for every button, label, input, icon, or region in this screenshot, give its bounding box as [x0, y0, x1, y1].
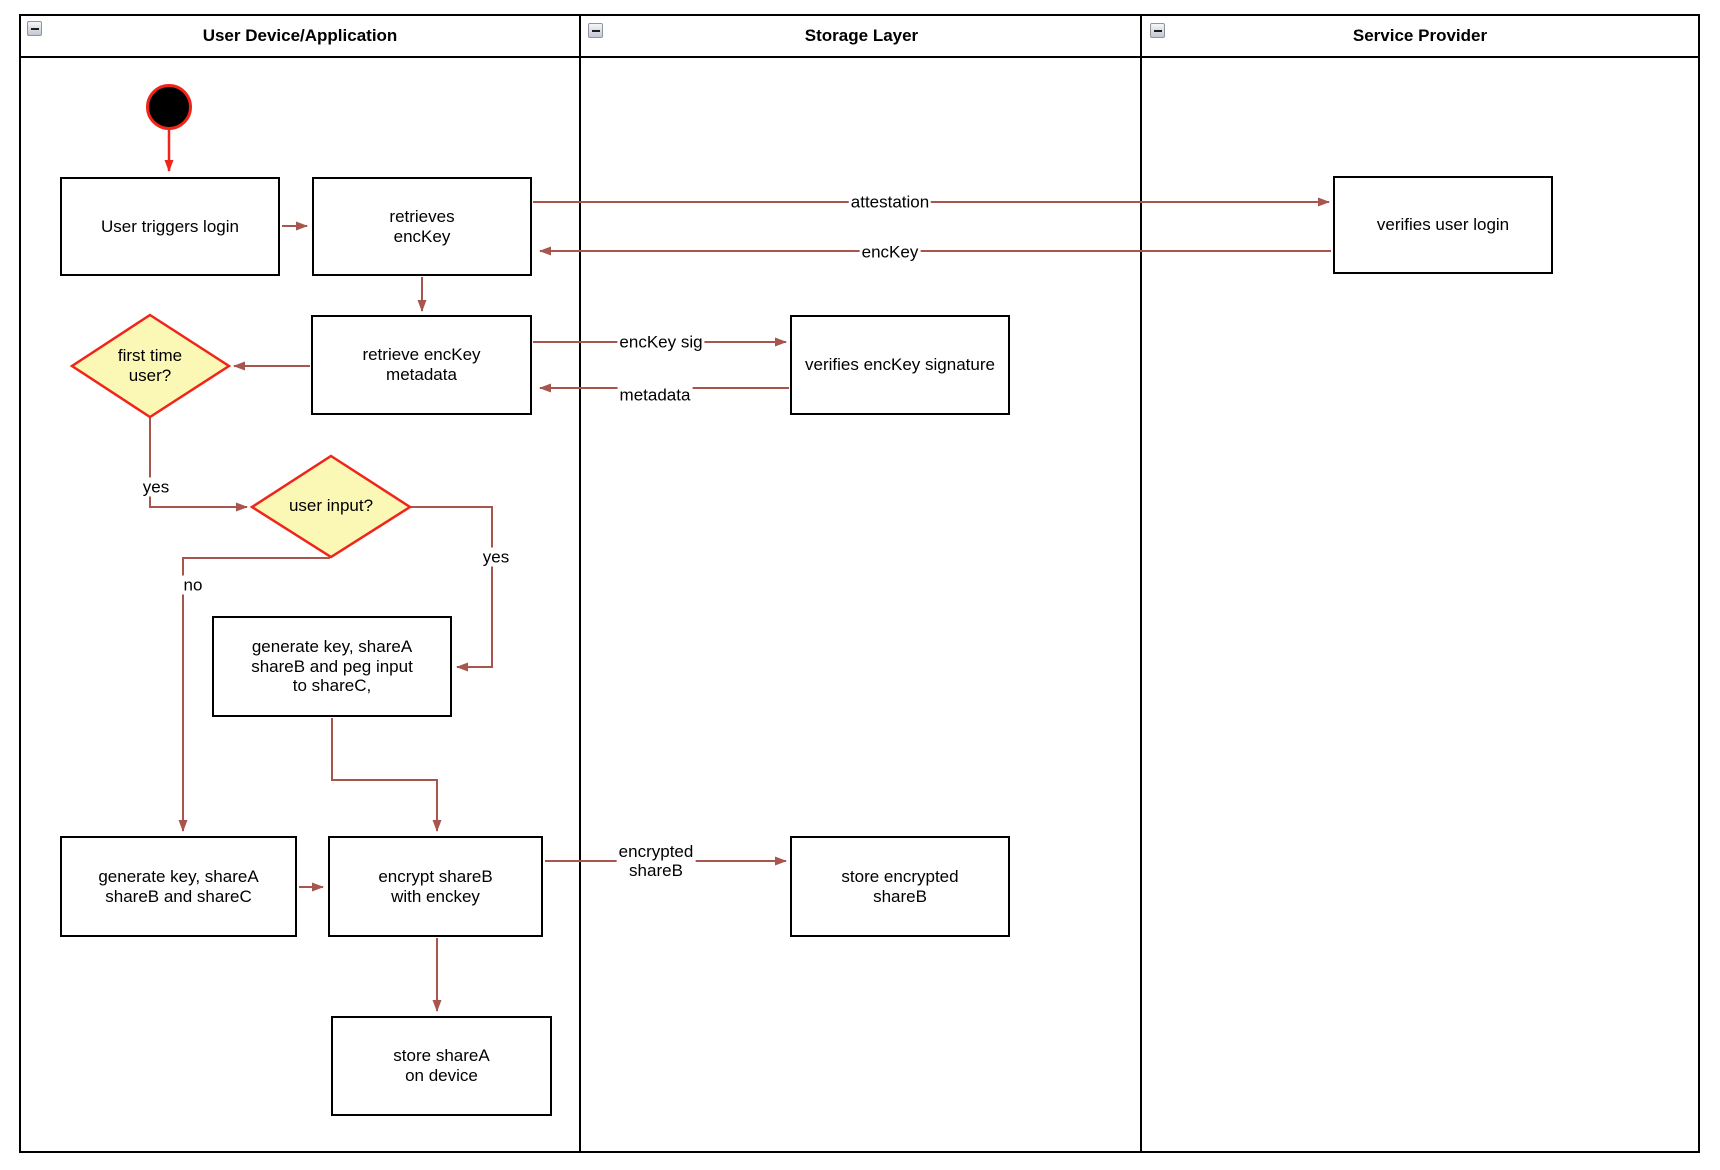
node-generate-key-sharec[interactable]: generate key, shareA shareB and shareC [60, 836, 297, 937]
collapse-icon-user-device[interactable] [27, 21, 42, 36]
edge-label-yes-user-input: yes [480, 547, 512, 567]
edge-label-enckey: encKey [859, 242, 921, 262]
lane-header-user-device[interactable]: User Device/Application [202, 26, 398, 45]
node-generate-key-peg[interactable]: generate key, shareA shareB and peg inpu… [212, 616, 452, 717]
lane-header-service-provider[interactable]: Service Provider [1352, 26, 1488, 45]
lane-divider-1 [579, 14, 581, 1153]
edge-label-metadata: metadata [617, 385, 693, 405]
start-node[interactable] [146, 84, 192, 130]
node-retrieves-enckey[interactable]: retrieves encKey [312, 177, 532, 276]
node-user-triggers-login[interactable]: User triggers login [60, 177, 280, 276]
edge-first-time-yes[interactable] [149, 418, 248, 512]
minus-icon [1153, 29, 1162, 32]
edge-peg-to-encrypt[interactable] [331, 718, 442, 832]
node-retrieve-enckey-metadata[interactable]: retrieve encKey metadata [311, 315, 532, 415]
node-store-encrypted-shareb[interactable]: store encrypted shareB [790, 836, 1010, 937]
label-first-time-user: first time user? [117, 346, 183, 385]
node-verifies-user-login[interactable]: verifies user login [1333, 176, 1553, 274]
edge-label-yes-first-time: yes [140, 477, 172, 497]
pool-frame [19, 14, 1700, 1153]
node-store-sharea-on-device[interactable]: store shareA on device [331, 1016, 552, 1116]
diamond-first-time-user[interactable] [69, 313, 232, 419]
lane-header-storage-layer[interactable]: Storage Layer [804, 26, 919, 45]
collapse-icon-service-provider[interactable] [1150, 23, 1165, 38]
node-encrypt-shareb[interactable]: encrypt shareB with enckey [328, 836, 543, 937]
edge-label-enckey-sig: encKey sig [617, 332, 705, 352]
label-user-input: user input? [288, 496, 374, 516]
lane-divider-2 [1140, 14, 1142, 1153]
edge-label-attestation: attestation [848, 192, 932, 212]
collapse-icon-storage-layer[interactable] [588, 23, 603, 38]
edge-label-no-user-input: no [181, 575, 205, 595]
minus-icon [30, 27, 39, 30]
edge-label-encrypted-shareb: encrypted shareB [616, 841, 696, 881]
diamond-user-input[interactable] [249, 454, 413, 559]
node-verifies-enckey-signature[interactable]: verifies encKey signature [790, 315, 1010, 415]
lane-header-divider [19, 56, 1700, 58]
edge-user-input-no[interactable] [178, 557, 330, 832]
minus-icon [591, 29, 600, 32]
edge-user-input-yes[interactable] [411, 506, 493, 672]
